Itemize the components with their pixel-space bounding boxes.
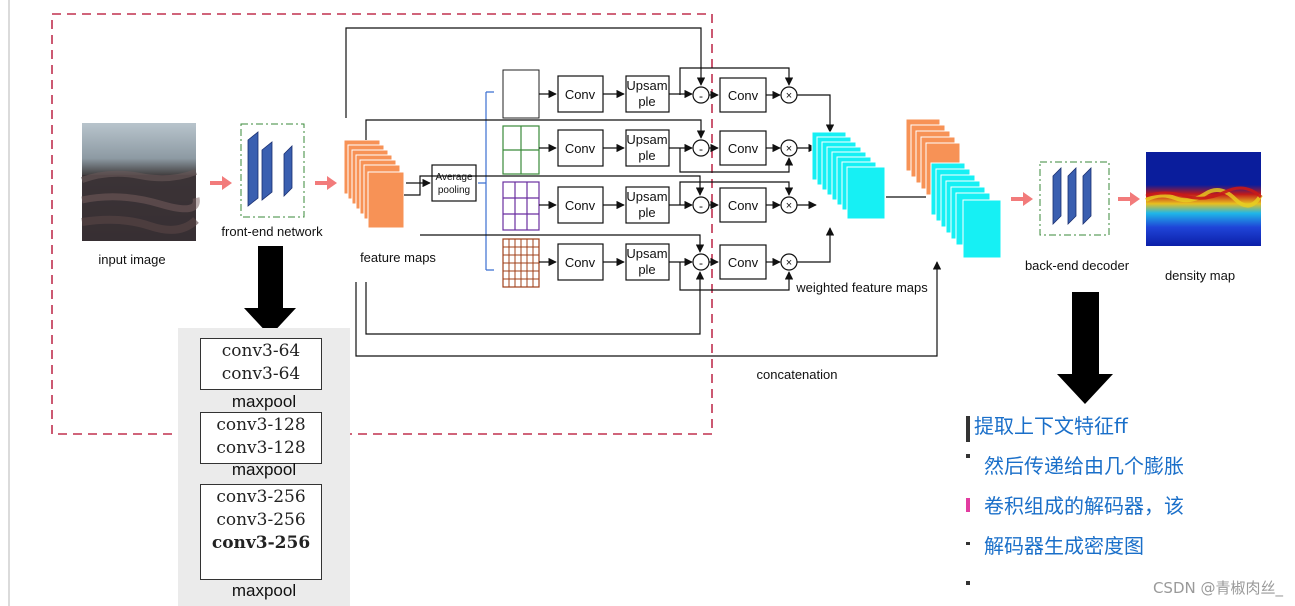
pyramid-branch-row: Conv Upsam ple - Conv × (539, 181, 817, 224)
cropped-edge (966, 581, 970, 585)
upsample-label-2: ple (638, 205, 655, 220)
cropped-edge (966, 542, 970, 545)
layer-row: conv3-256 (216, 510, 306, 530)
minus-label: - (699, 199, 703, 213)
annotation-line: 卷积组成的解码器，该 (984, 494, 1184, 518)
conv-box (557, 186, 604, 224)
times-label: × (786, 257, 792, 269)
upsample-label-2: ple (638, 262, 655, 277)
pyramid-bracket (478, 91, 494, 271)
conv-block: conv3-256 conv3-256 conv3-256 (200, 484, 322, 580)
upsample-label-2: ple (638, 94, 655, 109)
annotation-line: 然后传递给由几个膨胀 (984, 454, 1184, 478)
conv-block: conv3-128 conv3-128 (200, 412, 322, 464)
cropped-edge (966, 498, 970, 512)
upsample-label-1: Upsam (626, 189, 667, 204)
average-pooling-box (431, 164, 477, 202)
grid-3x3 (502, 181, 540, 231)
minus-label: - (699, 256, 703, 270)
upsample-box (625, 186, 670, 224)
annotation-line: 提取上下文特征ff (974, 414, 1128, 438)
vgg-layer-table: conv3-64 conv3-64 maxpool conv3-128 conv… (178, 328, 350, 606)
minus-label: - (699, 89, 703, 103)
conv-label: Conv (728, 255, 759, 270)
back-end-decoder-block (1039, 161, 1110, 236)
input-image-label: input image (98, 252, 165, 267)
back-end-decoder-label: back-end decoder (1025, 258, 1130, 273)
concatenation-label: concatenation (757, 367, 838, 382)
conv-box (719, 187, 767, 223)
conv-block: conv3-64 conv3-64 (200, 338, 322, 390)
pyramid-branch-row: Conv Upsam ple - Conv × (539, 227, 835, 291)
conv-box (719, 244, 767, 280)
conv-label: Conv (728, 198, 759, 213)
skip-connections (345, 27, 942, 357)
front-end-network-block (240, 123, 305, 218)
input-image-thumbnail (80, 123, 200, 241)
pyramid-branch-row: Conv Upsam ple - Conv × (539, 129, 817, 173)
conv-label: Conv (565, 198, 596, 213)
layer-row: conv3-128 (216, 415, 306, 435)
grid-6x6 (502, 238, 540, 288)
conv-box (719, 77, 767, 113)
conv-label: Conv (728, 88, 759, 103)
upsample-label-1: Upsam (626, 78, 667, 93)
density-map-thumbnail (1145, 152, 1263, 246)
conv-label: Conv (565, 255, 596, 270)
conv-label: Conv (728, 141, 759, 156)
upsample-label-1: Upsam (626, 132, 667, 147)
annotation-text: 提取上下文特征ff 然后传递给由几个膨胀 卷积组成的解码器，该 解码器生成密度图 (966, 410, 1228, 585)
front-end-network-label: front-end network (221, 224, 323, 239)
maxpool-label: maxpool (231, 392, 297, 411)
upsample-box (625, 243, 670, 281)
maxpool-label: maxpool (231, 581, 297, 600)
down-arrow-icon (1057, 292, 1113, 404)
pink-arrow (315, 176, 337, 190)
cropped-edge (966, 416, 970, 442)
pink-arrow (1118, 192, 1140, 206)
minus-label: - (699, 142, 703, 156)
frontend-region-outline (51, 13, 713, 435)
upsample-label-1: Upsam (626, 246, 667, 261)
weighted-feature-maps-stack (811, 131, 886, 220)
layer-row: conv3-256 (211, 533, 311, 553)
conv-label: Conv (565, 141, 596, 156)
times-label: × (786, 90, 792, 102)
pink-arrow (1011, 192, 1033, 206)
feature-maps-label: feature maps (360, 250, 436, 265)
conv-box (557, 129, 604, 167)
pink-arrow (210, 176, 232, 190)
layer-row: conv3-64 (221, 364, 301, 384)
average-pooling-label-1: Average (435, 172, 473, 183)
upsample-box (625, 129, 670, 167)
upsample-label-2: ple (638, 148, 655, 163)
concatenated-maps-stack (905, 118, 1002, 259)
feature-maps-stack (343, 139, 405, 229)
layer-row: conv3-128 (216, 438, 306, 458)
annotation-line: 解码器生成密度图 (984, 534, 1144, 558)
layer-row: conv3-256 (216, 487, 306, 507)
pyramid-branch-row: Conv Upsam ple - Conv × (539, 67, 835, 133)
grid-2x2 (502, 125, 540, 175)
conv-box (557, 75, 604, 113)
conv-label: Conv (565, 87, 596, 102)
cropped-edge (966, 454, 970, 458)
weighted-feature-maps-label: weighted feature maps (795, 280, 928, 295)
down-arrow-icon (244, 246, 296, 336)
watermark: CSDN @青椒肉丝_ (1152, 579, 1283, 597)
layer-row: conv3-64 (221, 341, 301, 361)
times-label: × (786, 143, 792, 155)
average-pooling-label-2: pooling (438, 185, 470, 196)
density-map-label: density map (1165, 268, 1235, 283)
maxpool-label: maxpool (231, 460, 297, 479)
times-label: × (786, 200, 792, 212)
grid-1x1 (502, 69, 540, 119)
